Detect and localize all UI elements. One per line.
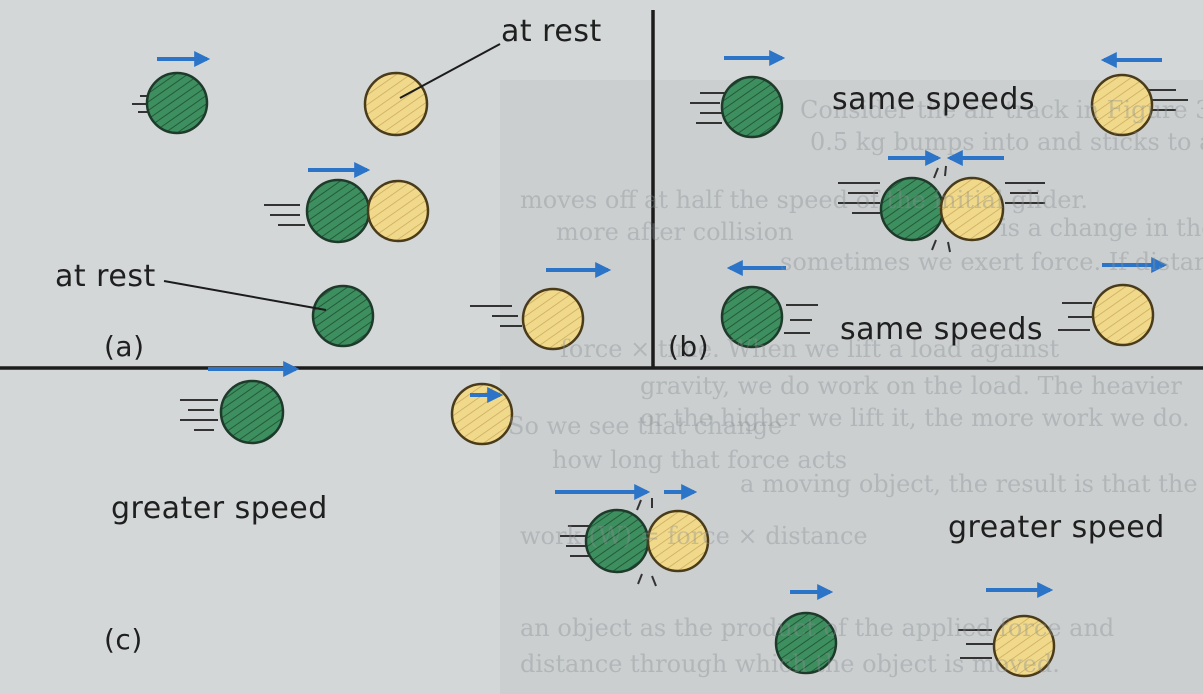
label-panel-b: (b): [668, 330, 710, 363]
background-page-shade: [500, 80, 1203, 694]
panel-b-green-ball-rebound: [720, 285, 818, 349]
panel-b-yellow-ball-incoming: [1090, 73, 1188, 137]
label-same-speeds-top: same speeds: [832, 82, 1035, 117]
panel-a-green-ball-at-rest: [311, 284, 375, 348]
panel-b-head-on-collision: [838, 165, 1045, 253]
panel-a-yellow-ball-moving: [470, 287, 585, 351]
panel-a-yellow-ball-at-rest: [363, 71, 429, 137]
label-at-rest-top: at rest: [501, 14, 602, 49]
panel-a-green-ball-moving: [132, 71, 209, 135]
panel-c-green-ball-fast: [180, 379, 285, 445]
panel-b-green-ball-incoming: [690, 75, 784, 139]
label-at-rest-left: at rest: [55, 259, 156, 294]
label-greater-speed-right: greater speed: [948, 510, 1165, 545]
leader-line-at-rest-left: [163, 280, 327, 311]
panel-b-yellow-ball-rebound: [1058, 283, 1155, 347]
label-same-speeds-bottom: same speeds: [840, 312, 1043, 347]
label-greater-speed-left: greater speed: [111, 491, 328, 526]
panel-c-yellow-ball-after: [958, 614, 1056, 678]
panel-c-green-ball-after: [774, 611, 838, 675]
label-panel-c: (c): [104, 623, 143, 656]
label-panel-a: (a): [104, 330, 145, 363]
leader-line-at-rest-top: [399, 43, 501, 99]
panel-c-collision: [560, 498, 710, 587]
panel-a-colliding-pair: [264, 178, 430, 244]
